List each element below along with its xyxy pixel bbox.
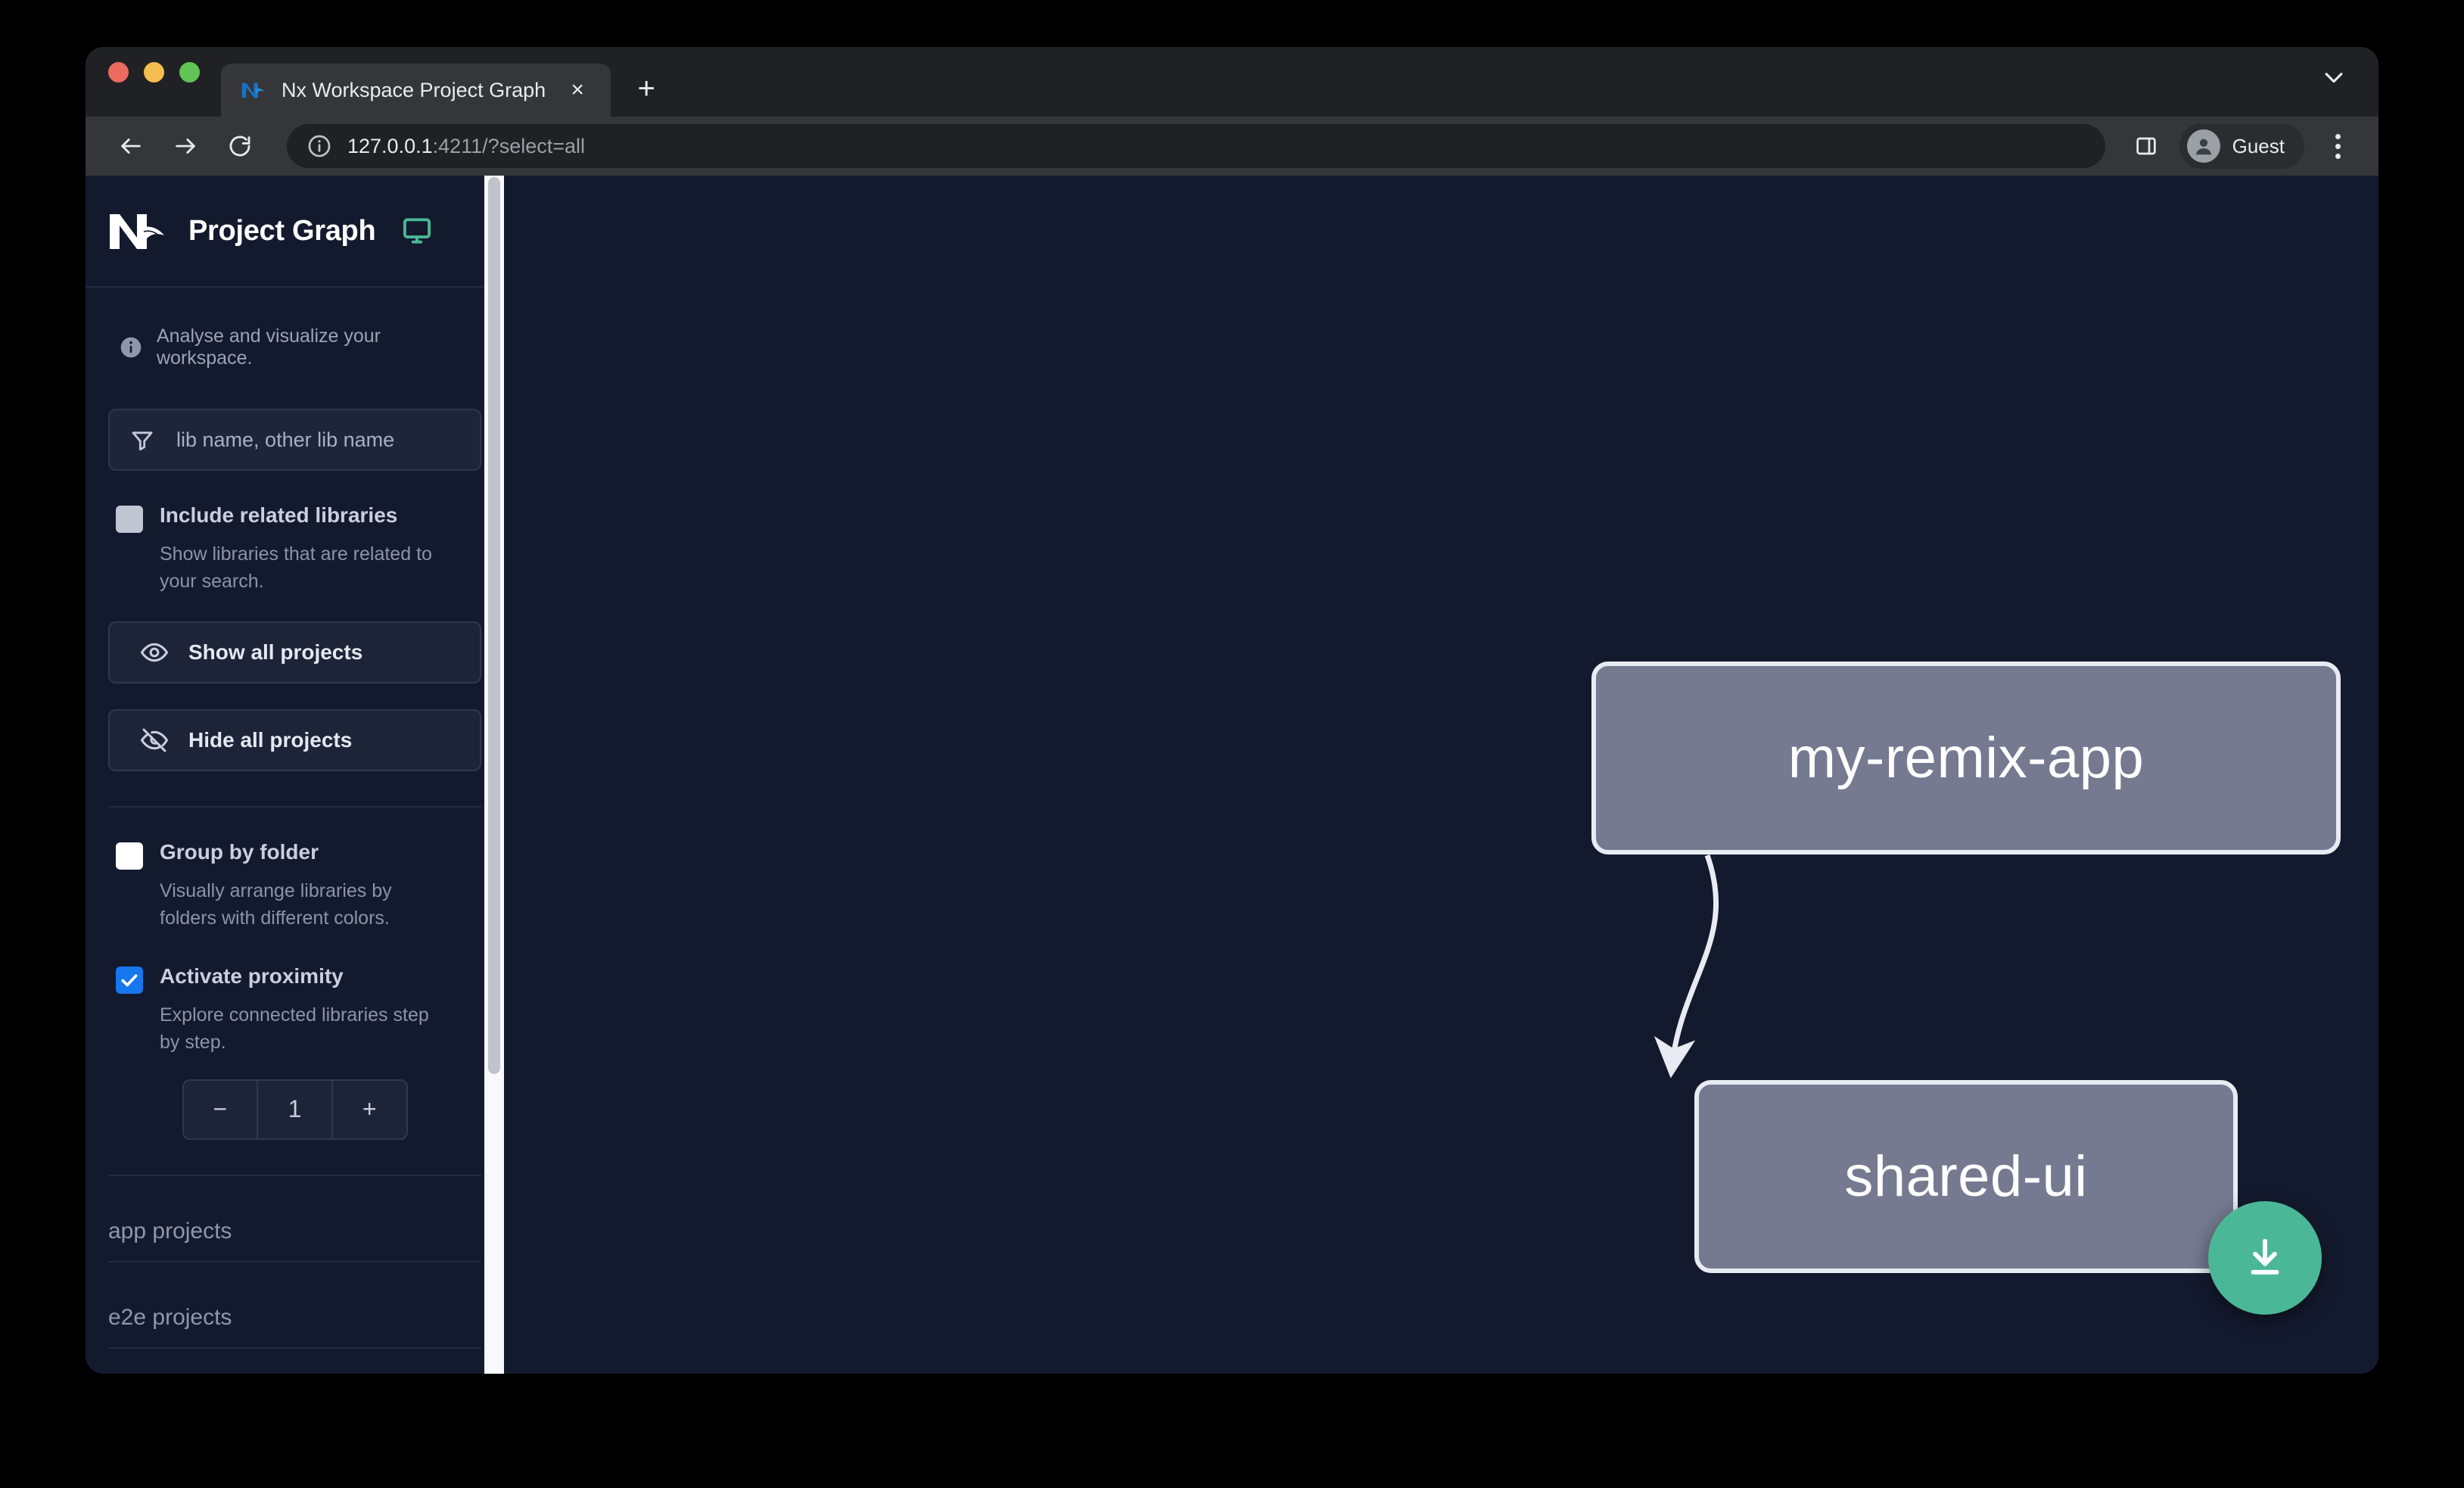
url-path: :4211/?select=all	[432, 134, 586, 157]
three-dot-menu-icon[interactable]	[2316, 123, 2359, 169]
sidebar-divider-bottom	[108, 1174, 481, 1176]
nx-logo	[108, 211, 166, 251]
filter-box[interactable]	[108, 409, 481, 471]
browser-window: Nx Workspace Project Graph × +	[86, 47, 2378, 1374]
url-host: 127.0.0.1	[347, 134, 433, 157]
back-arrow-icon[interactable]	[107, 122, 155, 170]
app-root: Project Graph	[86, 176, 2378, 1374]
option-row[interactable]: Group by folder	[116, 839, 481, 870]
filter-funnel-icon	[129, 427, 155, 453]
checkbox-group-by-folder[interactable]	[116, 842, 143, 870]
sidebar-note: Analyse and visualize your workspace.	[108, 288, 481, 369]
option-label: Group by folder	[160, 839, 319, 864]
browser-toolbar: 127.0.0.1:4211/?select=all Guest	[86, 117, 2378, 176]
proximity-stepper: − 1 +	[182, 1079, 408, 1140]
close-window-button[interactable]	[108, 61, 129, 82]
profile-name: Guest	[2232, 134, 2285, 157]
stepper-value: 1	[257, 1080, 331, 1138]
sidebar-note-text: Analyse and visualize your workspace.	[157, 325, 381, 369]
hide-all-projects-button[interactable]: Hide all projects	[108, 708, 481, 771]
sidebar-scroll-area: Analyse and visualize your workspace.	[86, 288, 504, 1374]
tab-title: Nx Workspace Project Graph	[282, 78, 546, 101]
option-description: Show libraries that are related to your …	[160, 543, 432, 593]
eye-icon	[140, 638, 169, 667]
forward-arrow-icon[interactable]	[161, 122, 210, 170]
sidebar-scrollbar-thumb[interactable]	[488, 177, 500, 1074]
toolbar-right-controls: Guest	[2123, 123, 2359, 169]
option-include-related-libraries: Include related libraries Show libraries…	[108, 503, 481, 596]
profile-button[interactable]: Guest	[2179, 123, 2304, 169]
graph-node-label: my-remix-app	[1787, 726, 2145, 790]
stepper-decrement-button[interactable]: −	[213, 1095, 228, 1122]
option-description: Explore connected libraries step by step…	[160, 1004, 429, 1054]
info-circle-icon[interactable]	[306, 133, 332, 159]
graph-node-my-remix-app[interactable]: my-remix-app	[1591, 662, 2341, 855]
section-e2e-projects[interactable]: e2e projects	[108, 1262, 481, 1349]
sidebar-controls: Analyse and visualize your workspace.	[86, 288, 504, 1176]
project-graph-canvas[interactable]: my-remix-app shared-ui	[504, 176, 2378, 1374]
avatar	[2186, 129, 2220, 163]
checkbox-include-related-libraries[interactable]	[116, 506, 143, 533]
download-graph-button[interactable]	[2208, 1201, 2322, 1315]
sidebar-divider	[108, 805, 481, 808]
section-app-projects[interactable]: app projects	[108, 1176, 481, 1262]
graph-node-label: shared-ui	[1844, 1144, 2088, 1209]
edge-my-remix-app-to-shared-ui	[1654, 854, 1719, 1079]
option-row[interactable]: Include related libraries	[116, 503, 481, 533]
address-bar-url: 127.0.0.1:4211/?select=all	[347, 135, 585, 158]
section-title: e2e projects	[108, 1305, 481, 1349]
show-all-projects-button[interactable]: Show all projects	[108, 621, 481, 683]
sidebar-project-sections: app projects e2e projects	[86, 1176, 504, 1349]
new-tab-button[interactable]: +	[637, 72, 655, 105]
hide-all-projects-label: Hide all projects	[188, 727, 353, 752]
show-all-projects-label: Show all projects	[188, 640, 363, 664]
tab-strip: Nx Workspace Project Graph × +	[86, 47, 2378, 117]
side-panel-icon[interactable]	[2123, 123, 2169, 169]
maximize-window-button[interactable]	[179, 61, 200, 82]
browser-tab[interactable]: Nx Workspace Project Graph ×	[221, 64, 611, 117]
reload-icon[interactable]	[216, 122, 264, 170]
window-traffic-lights	[108, 47, 221, 117]
option-label: Include related libraries	[160, 503, 398, 527]
minimize-window-button[interactable]	[144, 61, 164, 82]
nx-favicon-icon	[241, 77, 266, 103]
info-icon	[119, 335, 143, 360]
option-description: Visually arrange libraries by folders wi…	[160, 879, 392, 929]
option-row[interactable]: Activate proximity	[116, 963, 481, 994]
download-icon	[2251, 1238, 2279, 1275]
page-title: Project Graph	[188, 214, 376, 247]
eye-off-icon	[140, 726, 169, 755]
search-input[interactable]	[155, 428, 480, 452]
checkbox-activate-proximity[interactable]	[116, 967, 143, 994]
option-label: Activate proximity	[160, 964, 344, 988]
close-tab-button[interactable]: ×	[571, 77, 584, 102]
stepper-increment-button[interactable]: +	[331, 1080, 406, 1138]
option-activate-proximity: Activate proximity Explore connected lib…	[108, 963, 481, 1057]
option-group-by-folder: Group by folder Visually arrange librari…	[108, 839, 481, 932]
chevron-down-icon[interactable]	[2307, 47, 2360, 117]
graph-node-shared-ui[interactable]: shared-ui	[1694, 1080, 2238, 1273]
address-bar[interactable]: 127.0.0.1:4211/?select=all	[287, 124, 2105, 168]
sidebar-scrollbar[interactable]	[484, 176, 504, 1374]
monitor-icon[interactable]	[401, 215, 433, 247]
sidebar: Project Graph	[86, 176, 504, 1374]
section-title: app projects	[108, 1219, 481, 1262]
sidebar-header: Project Graph	[86, 176, 504, 288]
